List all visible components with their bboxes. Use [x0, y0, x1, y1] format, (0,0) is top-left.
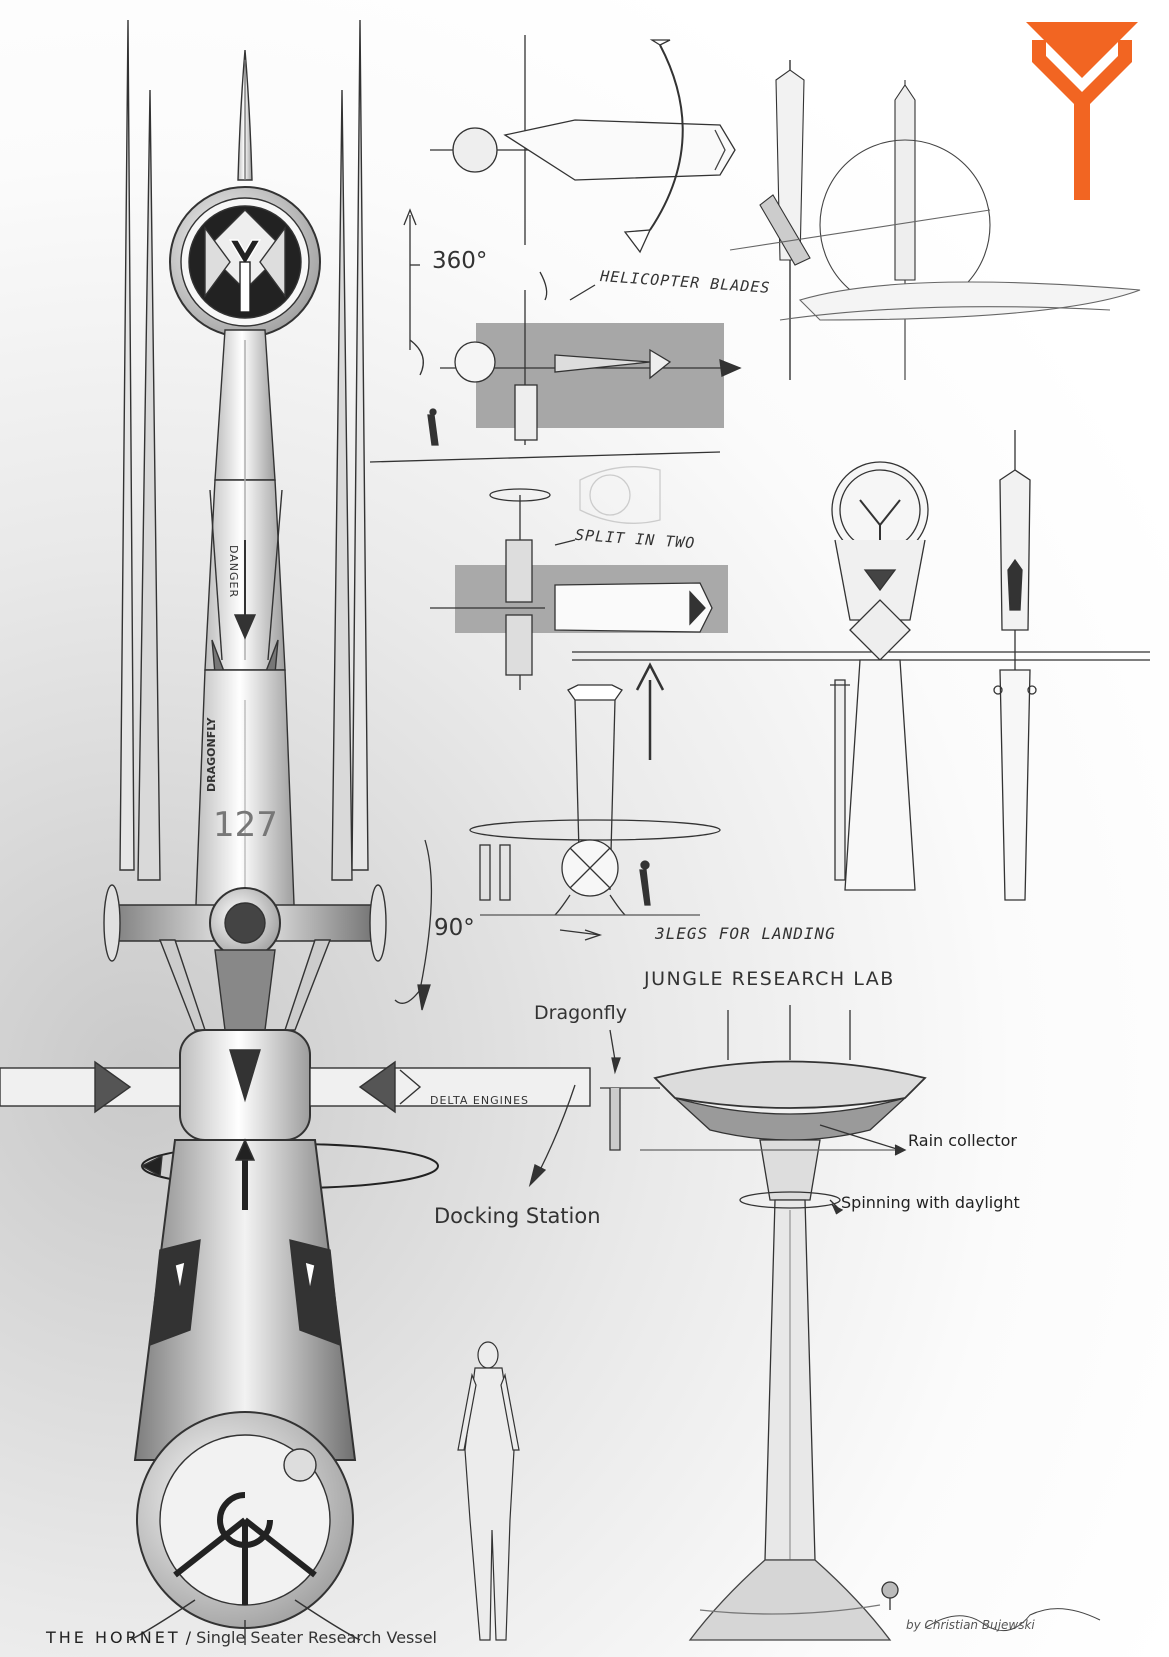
docking-station-label: Docking Station — [434, 1204, 601, 1228]
human-scale-figure — [457, 1341, 520, 1641]
project-subtitle: Single Seater Research Vessel — [196, 1628, 437, 1647]
vessel-side-view-sketch — [993, 430, 1037, 901]
main-vessel-drawing — [0, 19, 591, 1645]
landing-legs-label: 3LEGS FOR LANDING — [655, 924, 836, 943]
tilt-angle-label: 90° — [434, 915, 475, 941]
artist-signature: by Christian Bujewski — [906, 1618, 1035, 1632]
hull-number-marking: 127 — [213, 805, 278, 845]
spinning-daylight-label: Spinning with daylight — [841, 1193, 1020, 1212]
dragonfly-label: Dragonfly — [534, 1002, 628, 1024]
rain-collector-label: Rain collector — [908, 1131, 1017, 1150]
title-separator: / — [180, 1628, 197, 1647]
y-logo-icon — [1026, 22, 1138, 200]
jungle-research-lab-title: JUNGLE RESEARCH LAB — [644, 968, 895, 990]
rotation-angle-label: 360° — [432, 248, 488, 274]
jungle-research-lab-drawing — [528, 1005, 927, 1641]
folding-wing-sketch — [729, 60, 1141, 380]
danger-marking: DANGER — [227, 545, 240, 599]
footer-caption: THE HORNET / Single Seater Research Vess… — [46, 1628, 437, 1647]
signature-scribble — [924, 1608, 1101, 1632]
hull-name-marking: DRAGONFLY — [205, 717, 218, 792]
landing-legs-sketch — [394, 662, 721, 1011]
helicopter-blade-sketch — [369, 271, 742, 463]
rotor-head-front-view-sketch — [572, 461, 1150, 891]
delta-engines-marking: DELTA ENGINES — [430, 1094, 530, 1107]
split-rotor-sketch — [430, 466, 728, 690]
rotor-rotation-sketch — [403, 35, 736, 376]
project-title: THE HORNET — [46, 1628, 181, 1647]
